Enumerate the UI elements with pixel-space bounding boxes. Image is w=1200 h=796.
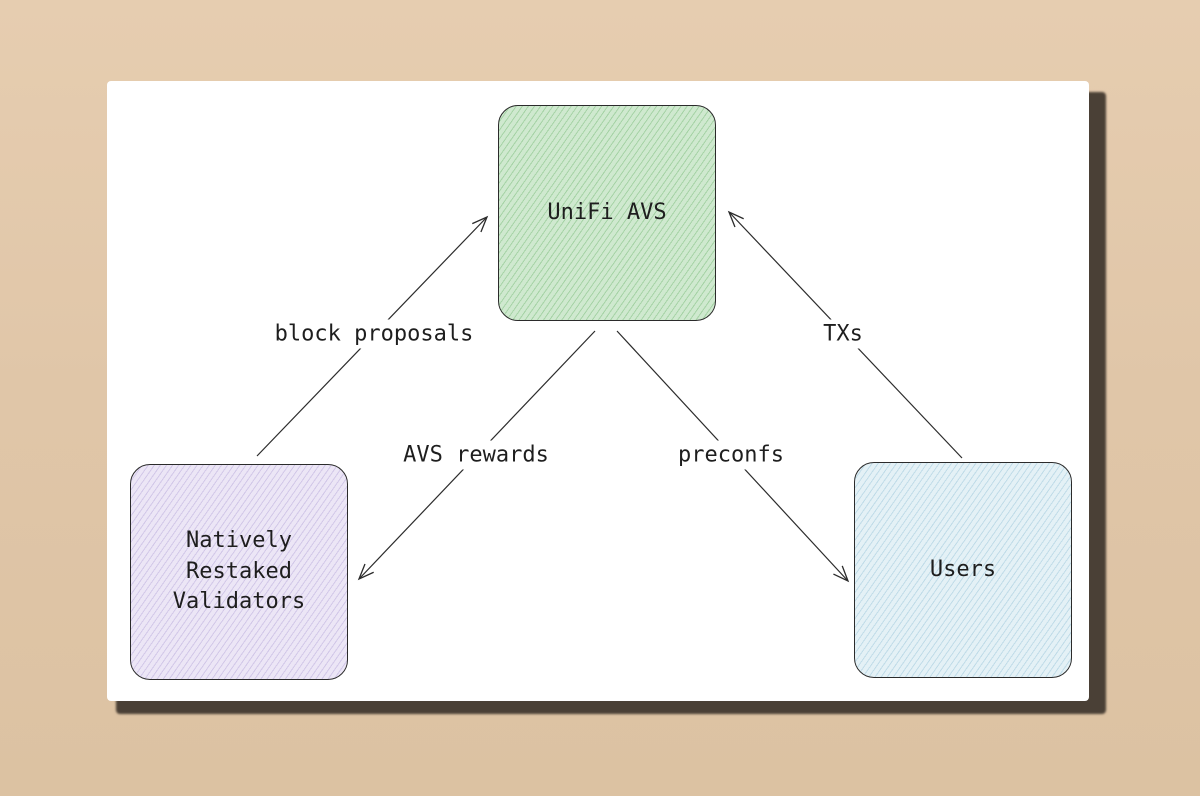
node-unifi-avs-label: UniFi AVS xyxy=(547,199,667,225)
node-users[interactable]: Users xyxy=(854,462,1072,678)
node-users-label: Users xyxy=(929,556,997,582)
node-validators-label: Natively Restaked Validators xyxy=(172,527,306,615)
edge-label-txs: TXs xyxy=(819,319,867,349)
node-natively-restaked-validators[interactable]: Natively Restaked Validators xyxy=(130,464,348,680)
node-unifi-avs[interactable]: UniFi AVS xyxy=(498,105,716,321)
diagram-canvas: UniFi AVS Natively Restaked Validators U… xyxy=(107,81,1089,701)
edge-label-preconfs: preconfs xyxy=(674,440,788,470)
edge-label-block-proposals: block proposals xyxy=(270,319,478,349)
edge-label-avs-rewards: AVS rewards xyxy=(399,440,553,470)
